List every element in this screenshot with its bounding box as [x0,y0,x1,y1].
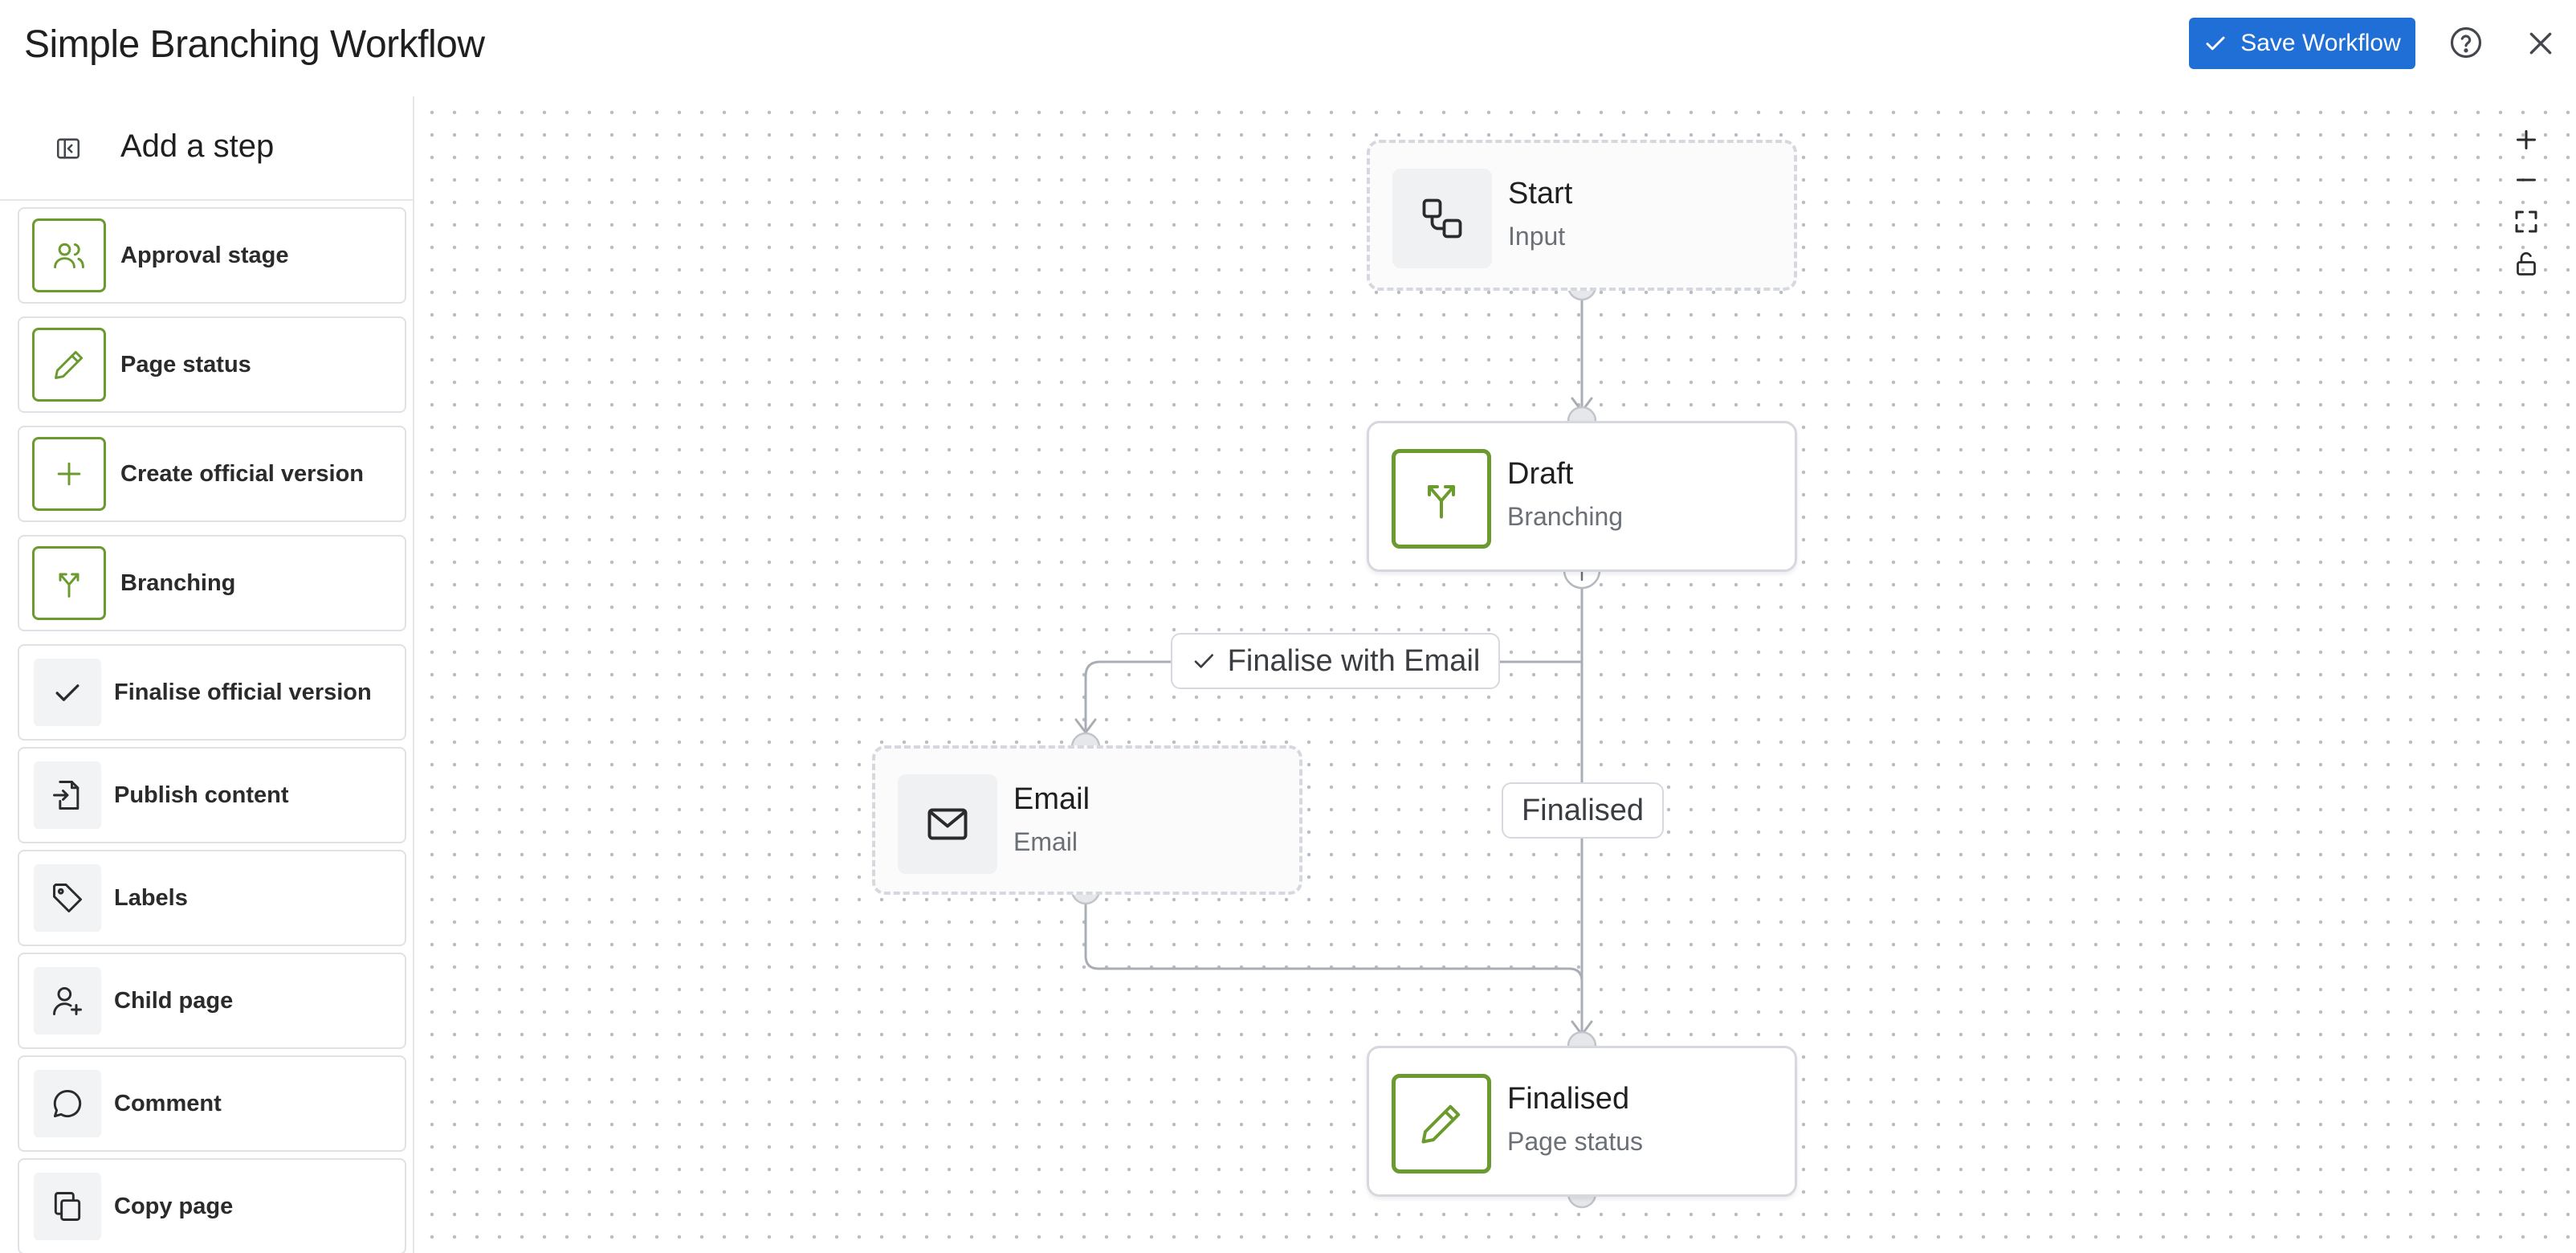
node-icon-box [1392,169,1492,268]
mail-icon [927,808,968,840]
node-draft[interactable]: Draft Branching [1367,421,1797,572]
step-sidebar: Add a step Approval stage Page status Cr… [0,96,414,1253]
step-icon-box [32,218,106,292]
plus-icon [57,462,81,486]
pencil-icon [1421,1104,1461,1144]
sidebar-title: Add a step [120,129,275,164]
node-title: Draft [1507,457,1574,491]
step-icon-box [32,328,106,402]
save-workflow-label: Save Workflow [2240,30,2401,56]
node-icon-box [898,774,997,874]
step-label: Approval stage [120,242,289,268]
collapse-sidebar-icon[interactable] [55,135,82,162]
node-finalised[interactable]: Finalised Page status [1367,1046,1797,1197]
node-title: Finalised [1507,1082,1630,1116]
start-icon [1422,198,1462,239]
node-icon-box [1392,449,1491,549]
edge-label-text: Finalised [1521,793,1645,827]
node-start[interactable]: Start Input [1367,140,1797,291]
node-subtitle: Email [1013,827,1078,856]
step-icon-box [32,437,106,511]
step-label: Branching [120,569,236,596]
check-icon [1194,654,1213,668]
node-subtitle: Page status [1507,1127,1643,1156]
step-icon-box [34,1173,101,1240]
node-subtitle: Branching [1507,502,1624,531]
step-icon-box [34,1070,101,1137]
edge-label-finalised[interactable]: Finalised [1502,782,1664,839]
step-comment[interactable]: Comment [18,1055,406,1152]
step-label: Finalise official version [114,679,372,705]
copy-icon [54,1192,81,1221]
step-label: Create official version [120,460,364,487]
zoom-out-icon[interactable] [2512,165,2541,194]
step-icon-box [32,546,106,620]
step-finalise-official-version[interactable]: Finalise official version [18,644,406,741]
step-approval-stage[interactable]: Approval stage [18,207,406,304]
step-copy-page[interactable]: Copy page [18,1158,406,1253]
step-child-page[interactable]: Child page [18,953,406,1049]
node-subtitle: Input [1508,222,1566,251]
branch-icon [1428,485,1455,519]
step-create-official-version[interactable]: Create official version [18,426,406,522]
step-label: Publish content [114,782,289,808]
header: Simple Branching Workflow Save Workflow [0,0,2576,96]
edge-label-finalise-with-email[interactable]: Finalise with Email [1171,633,1500,689]
node-title: Start [1508,177,1573,210]
canvas-controls [2502,119,2550,288]
step-label: Comment [114,1090,222,1116]
step-label: Labels [114,884,188,911]
save-workflow-button[interactable]: Save Workflow [2189,18,2415,69]
lock-icon[interactable] [2512,249,2541,278]
step-label: Page status [120,351,251,378]
branch-icon [59,573,79,598]
users-icon [54,243,84,269]
step-branching[interactable]: Branching [18,535,406,631]
step-icon-box [34,659,101,726]
step-labels[interactable]: Labels [18,850,406,946]
node-icon-box [1392,1074,1491,1173]
fit-view-icon[interactable] [2512,207,2541,236]
tag-icon [53,884,82,912]
step-page-status[interactable]: Page status [18,316,406,413]
edge-label-text: Finalise with Email [1227,643,1481,678]
node-email[interactable]: Email Email [872,745,1302,895]
step-icon-box [34,761,101,829]
close-icon[interactable] [2525,27,2557,59]
step-label: Child page [114,987,234,1014]
node-title: Email [1013,782,1090,816]
page-title: Simple Branching Workflow [24,23,485,66]
publish-icon [53,781,79,810]
zoom-in-icon[interactable] [2512,125,2541,154]
step-icon-box [34,864,101,932]
check-icon [2206,36,2225,51]
help-icon[interactable] [2449,26,2483,59]
step-publish-content[interactable]: Publish content [18,747,406,843]
sidebar-header: Add a step [0,96,413,201]
check-icon [55,684,79,701]
user-plus-icon [53,986,82,1015]
comment-icon [53,1089,82,1118]
pencil-icon [55,350,84,379]
step-label: Copy page [114,1193,234,1219]
step-icon-box [34,967,101,1035]
